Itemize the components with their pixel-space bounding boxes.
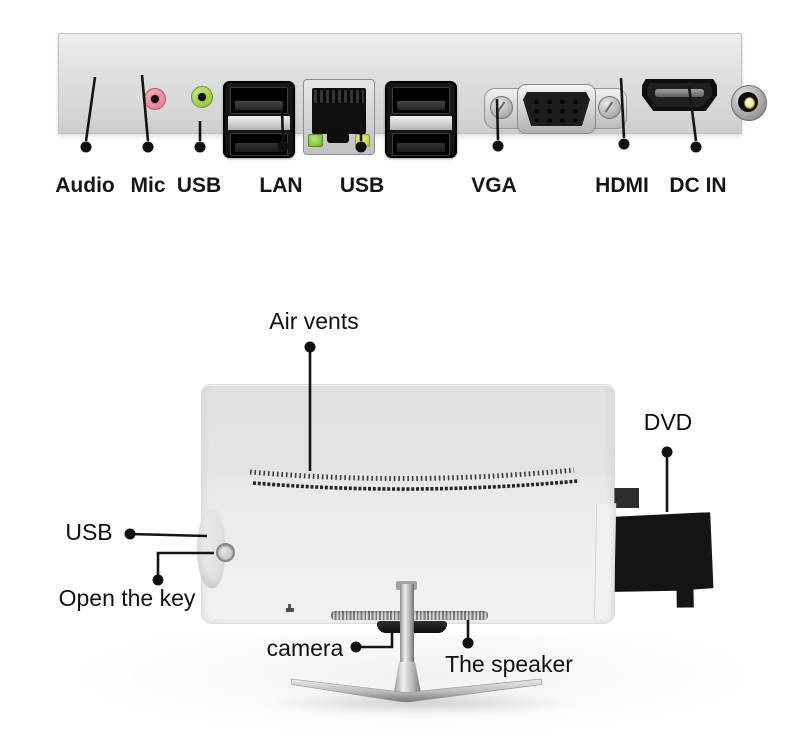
callout-dot-usb1 [194, 141, 206, 153]
dvd-drive [610, 512, 714, 610]
usb-port [230, 87, 288, 114]
port-label-usb2: USB [339, 174, 385, 197]
callout-dot-open-the-key [152, 574, 164, 586]
vga-screw [598, 96, 621, 119]
vga-port [484, 84, 627, 134]
label-open-the-key: Open the key [58, 585, 196, 611]
audio-jack-hole [151, 95, 159, 103]
callout-dot-usb-side [124, 528, 136, 540]
label-dvd: DVD [643, 409, 693, 435]
camera-module [377, 621, 447, 633]
lan-led-green [308, 134, 323, 147]
callout-dot-audio [80, 141, 92, 153]
dc-in-center-pin [744, 97, 755, 109]
mic-jack-port [191, 86, 213, 108]
port-label-audio: Audio [55, 174, 115, 197]
lan-led-yellow [355, 134, 370, 147]
port-label-lan: LAN [259, 174, 303, 197]
usb-port [230, 133, 288, 156]
side-button [216, 543, 235, 562]
usb-port [392, 87, 450, 114]
label-speaker: The speaker [445, 651, 573, 677]
usb-tongue [235, 143, 283, 152]
callout-dot-hdmi [618, 138, 630, 150]
dc-in-port [731, 85, 767, 121]
port-label-mic: Mic [130, 174, 166, 197]
callout-dot-dvd [661, 446, 673, 458]
usb-port-stack-2 [385, 81, 457, 158]
mic-jack-hole [198, 93, 206, 101]
usb-port-stack-1 [223, 81, 295, 158]
port-label-dcin: DC IN [669, 174, 727, 197]
audio-jack-port [144, 88, 166, 110]
port-label-vga: VGA [471, 174, 517, 197]
rear-port-panel [58, 33, 767, 158]
usb-tongue [235, 101, 283, 110]
monitor-back-shell [202, 385, 614, 623]
callout-dot-dcin [690, 141, 702, 153]
speaker-grille [331, 611, 488, 620]
dvd-drive-tab [613, 488, 639, 508]
hdmi-port [642, 79, 717, 111]
lan-jack-opening [312, 88, 366, 134]
vga-dsub-opening [523, 92, 590, 126]
side-panel-flap [593, 502, 617, 623]
callout-dot-mic [142, 141, 154, 153]
vga-pin-holes [529, 96, 584, 122]
stand-shadow [265, 691, 575, 715]
usb-tongue [397, 143, 445, 152]
label-camera: camera [266, 635, 344, 661]
lan-clip-slot [327, 130, 349, 143]
label-usb-side: USB [65, 519, 113, 545]
vga-bezel [517, 84, 596, 134]
usb-divider [228, 116, 290, 130]
lan-port [303, 79, 375, 155]
hdmi-slot [655, 89, 704, 97]
port-label-usb1: USB [176, 174, 222, 197]
lock-slot-mark [286, 604, 294, 612]
usb-tongue [397, 101, 445, 110]
port-label-hdmi: HDMI [595, 174, 649, 197]
vga-screw [490, 96, 513, 119]
callout-dot-vga [492, 140, 504, 152]
callout-line-usb-side [129, 532, 208, 538]
usb-port [392, 133, 450, 156]
label-air-vents: Air vents [269, 308, 359, 334]
lan-pin-comb [314, 90, 364, 103]
callout-dot-air-vents [304, 341, 316, 353]
usb-divider [390, 116, 452, 130]
